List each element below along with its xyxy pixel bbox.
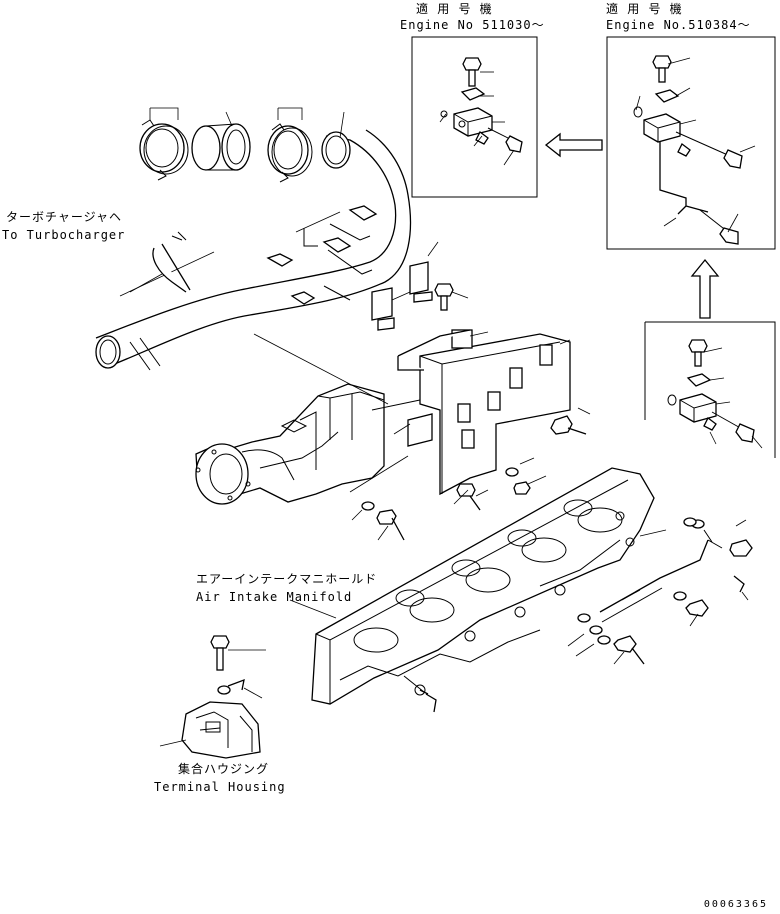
intake-pipe (95, 129, 412, 371)
housing-en-label: Terminal Housing (154, 780, 286, 794)
arrow-up (690, 258, 720, 319)
terminal-housing-small (159, 635, 266, 759)
hose-clamp-left (139, 107, 189, 181)
arrow-left (544, 132, 603, 158)
mounting-plate (393, 329, 571, 496)
inset1-en-label: Engine No 511030～ (400, 18, 545, 32)
plate-hardware (453, 407, 591, 511)
leader-housing (253, 333, 389, 405)
support-brackets (371, 241, 469, 331)
inset-box-511030 (411, 36, 538, 198)
inset2-en-label: Engine No.510384～ (606, 18, 751, 32)
washer-bolt-left (351, 501, 405, 541)
terminal-housing-main (195, 383, 421, 505)
air-intake-manifold (289, 467, 655, 705)
housing-jp-label: 集合ハウジング (178, 762, 270, 776)
inset1-jp-label: 適 用 号 機 (416, 2, 493, 16)
manifold-sensor-bottom (403, 675, 437, 713)
inset-box-510384 (606, 36, 776, 250)
rubber-sleeve (191, 111, 251, 171)
manifold-jp-label: エアーインテークマニホールド (196, 572, 378, 586)
manifold-en-label: Air Intake Manifold (196, 590, 353, 604)
inset-box-lower (644, 321, 776, 458)
u-bolt-left (129, 231, 191, 293)
pipe-brackets (266, 205, 378, 305)
turbo-en-label: To Turbocharger (2, 228, 126, 242)
turbo-jp-label: ターボチャージャヘ (6, 210, 123, 224)
hose-clamp-right (267, 107, 345, 183)
document-number: 00063365 (703, 899, 768, 910)
heater-pipe (567, 517, 753, 665)
inset2-jp-label: 適 用 号 機 (606, 2, 683, 16)
